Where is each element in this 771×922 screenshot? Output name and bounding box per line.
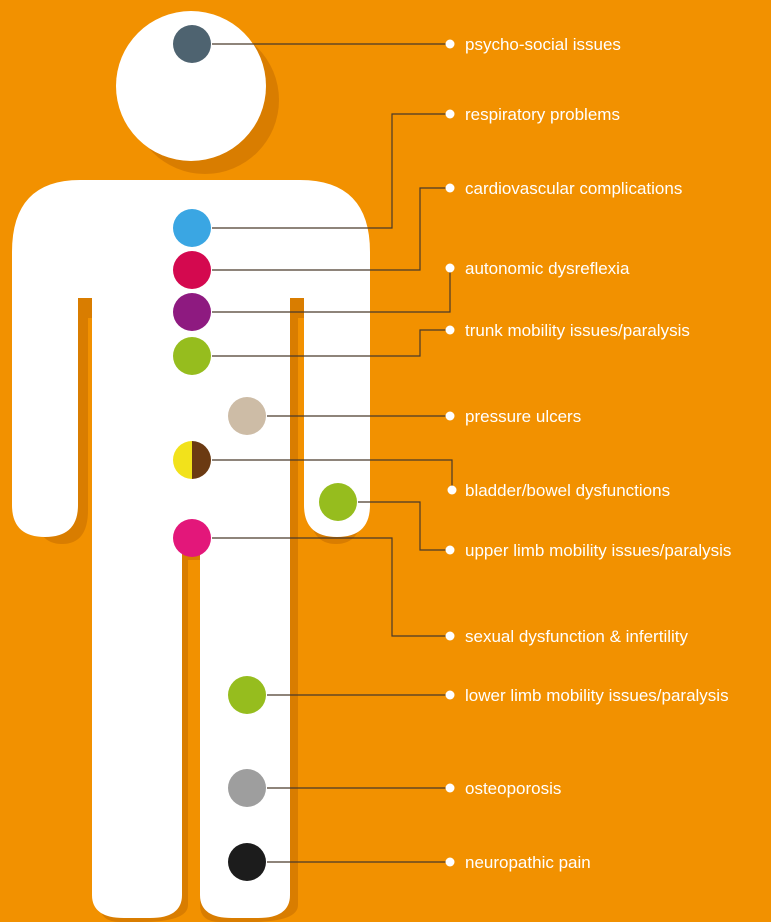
bullet-upper-limb (445, 545, 455, 555)
label-cardiovascular: cardiovascular complications (465, 179, 682, 198)
marker-pressure-ulcers (228, 397, 266, 435)
bullet-neuropathic (445, 857, 455, 867)
label-trunk-mobility: trunk mobility issues/paralysis (465, 321, 690, 340)
bullet-osteoporosis (445, 783, 455, 793)
bullet-sexual (445, 631, 455, 641)
label-autonomic: autonomic dysreflexia (465, 259, 630, 278)
marker-sexual (173, 519, 211, 557)
label-osteoporosis: osteoporosis (465, 779, 561, 798)
body-markers (173, 25, 357, 881)
marker-neuropathic (228, 843, 266, 881)
connector-bladder-bowel (212, 459, 453, 490)
marker-bladder-bowel-right (192, 441, 211, 479)
bullet-cardiovascular (445, 183, 455, 193)
label-neuropathic: neuropathic pain (465, 853, 591, 872)
label-bladder-bowel: bladder/bowel dysfunctions (465, 481, 670, 500)
marker-respiratory (173, 209, 211, 247)
connector-lines (212, 43, 453, 863)
bullet-respiratory (445, 109, 455, 119)
label-upper-limb: upper limb mobility issues/paralysis (465, 541, 731, 560)
marker-trunk-mobility (173, 337, 211, 375)
human-figure (12, 11, 370, 918)
connector-cardiovascular (212, 187, 448, 271)
bullet-psycho-social (445, 39, 455, 49)
marker-cardiovascular (173, 251, 211, 289)
torso-arms-legs (12, 180, 370, 918)
head (116, 11, 266, 161)
label-lower-limb: lower limb mobility issues/paralysis (465, 686, 729, 705)
label-pressure-ulcers: pressure ulcers (465, 407, 581, 426)
marker-autonomic (173, 293, 211, 331)
label-respiratory: respiratory problems (465, 105, 620, 124)
marker-bladder-bowel-left (173, 441, 192, 479)
bullet-trunk-mobility (445, 325, 455, 335)
marker-osteoporosis (228, 769, 266, 807)
marker-upper-limb (319, 483, 357, 521)
bullet-lower-limb (445, 690, 455, 700)
bullet-autonomic (445, 263, 455, 273)
marker-psycho-social (173, 25, 211, 63)
label-psycho-social: psycho-social issues (465, 35, 621, 54)
label-sexual: sexual dysfunction & infertility (465, 627, 688, 646)
connector-respiratory (212, 113, 448, 229)
connector-trunk-mobility (212, 329, 448, 357)
bullet-pressure-ulcers (445, 411, 455, 421)
issue-labels: psycho-social issues respiratory problems… (445, 35, 731, 872)
connector-upper-limb (358, 501, 448, 551)
marker-lower-limb (228, 676, 266, 714)
connector-autonomic (212, 268, 451, 313)
connector-sexual (212, 537, 448, 637)
bullet-bladder-bowel (447, 485, 457, 495)
